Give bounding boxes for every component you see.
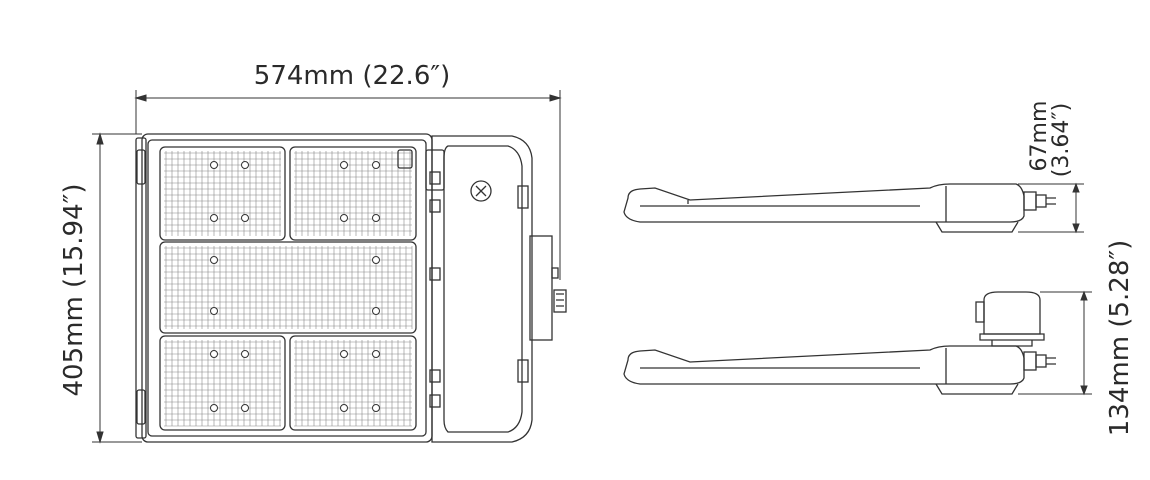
front-view [135,133,567,443]
dimension-lines [92,90,1092,444]
side-height-in-label: (3.64″) [1049,103,1074,177]
knob-icon [470,180,492,202]
height-label: 405mm (15.94″) [59,184,89,397]
led-grid [164,151,413,427]
width-label: 574mm (22.6″) [254,61,450,91]
bracket-height-label: 134mm (5.28″) [1105,240,1135,436]
side-height-mm-label: 67mm [1027,101,1052,172]
side-view [623,183,1056,233]
led-panels [159,146,417,431]
photocell-sensor [975,291,1045,347]
side-view-with-sensor [623,291,1056,395]
